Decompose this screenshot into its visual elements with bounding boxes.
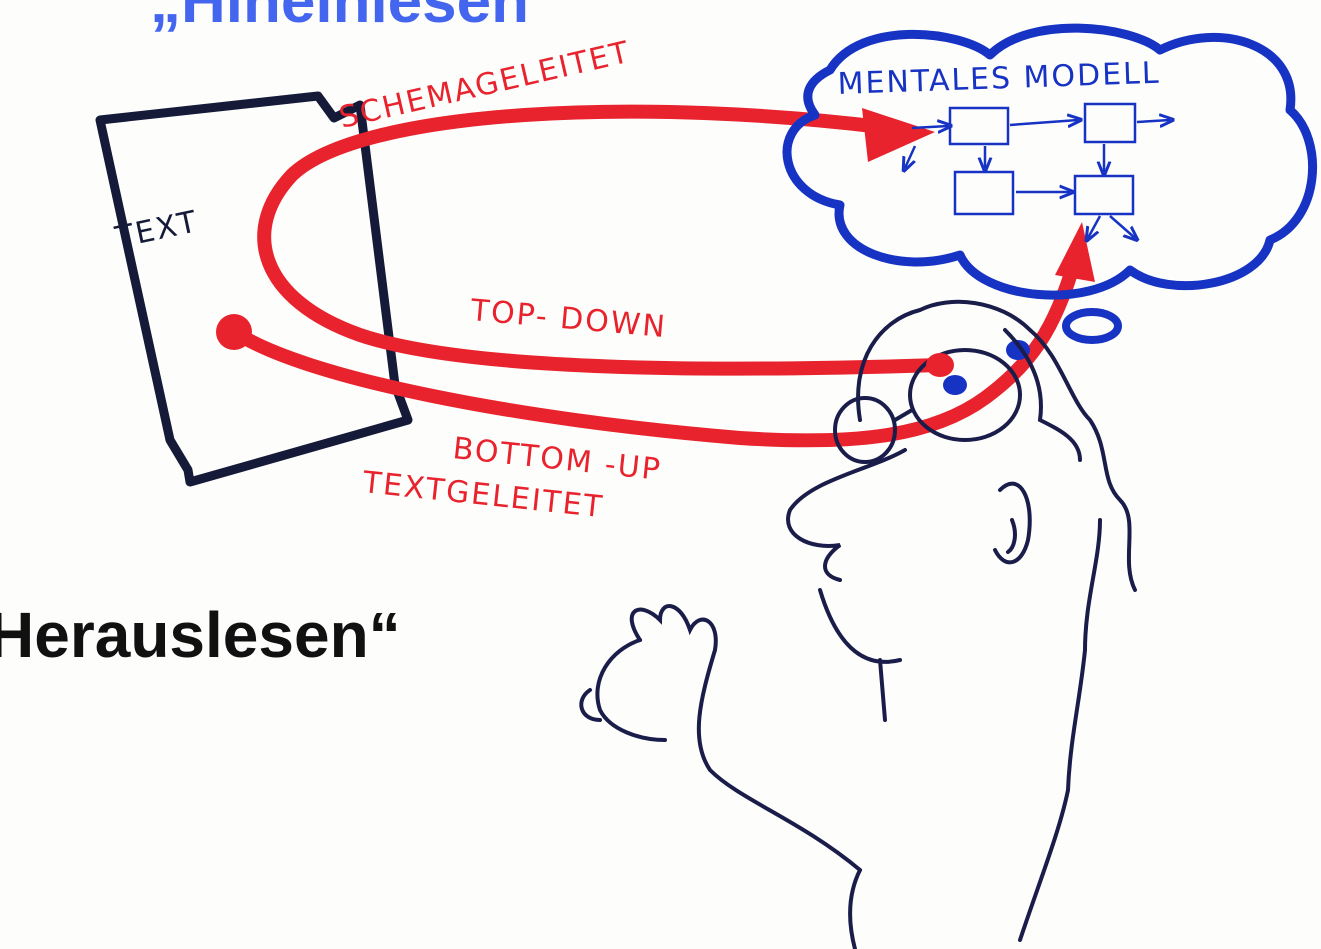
bottom-up-arrowhead <box>1055 222 1095 282</box>
thought-bubble <box>1062 308 1122 344</box>
model-box <box>1073 174 1135 216</box>
top-down-label: TOP- DOWN <box>468 293 668 345</box>
model-box <box>1083 102 1137 144</box>
model-box <box>948 106 1010 146</box>
text-document-icon: TEXT <box>95 91 413 487</box>
model-arrow <box>1088 215 1102 238</box>
top-down-arrow <box>257 104 947 376</box>
reader-figure-icon <box>579 299 1137 949</box>
title-herauslesen: Herauslesen“ <box>0 599 401 671</box>
model-arrow <box>1109 215 1135 238</box>
text-box-label: TEXT <box>111 204 201 256</box>
mentales-modell-label: MENTALES MODELL <box>837 56 1161 102</box>
model-arrow <box>1009 120 1078 125</box>
bottom-up-start-dot <box>216 314 252 350</box>
model-arrow <box>1136 120 1170 122</box>
schema-arrowhead <box>862 108 935 162</box>
model-arrow <box>911 126 948 128</box>
title-hineinlesen: „Hineinlesen <box>150 0 529 36</box>
model-box <box>953 170 1015 216</box>
model-arrow <box>905 145 917 168</box>
